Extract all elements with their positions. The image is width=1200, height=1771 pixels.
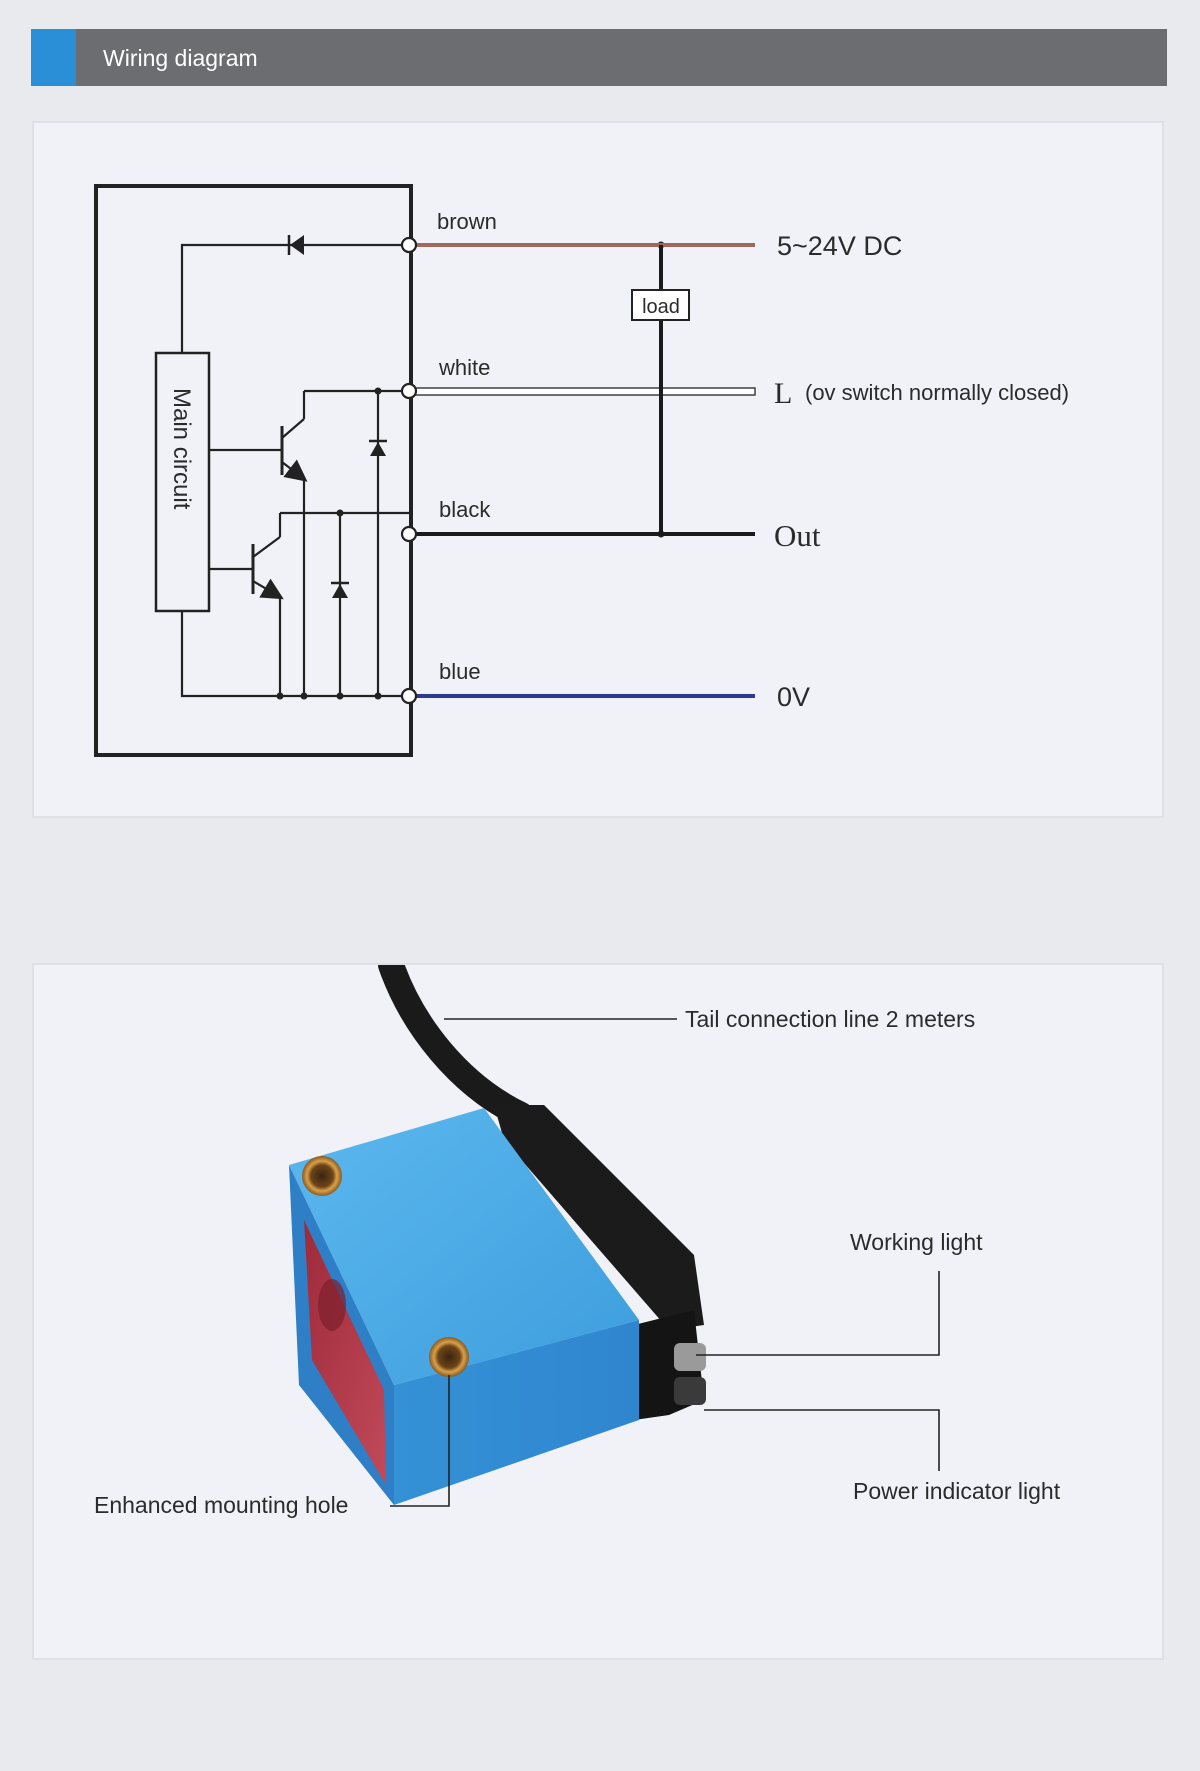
main-circuit-label: Main circuit xyxy=(168,388,195,510)
load-box xyxy=(631,289,690,321)
wire-label-brown: brown xyxy=(437,209,497,234)
wire-label-blue: blue xyxy=(439,659,481,684)
sensor-housing-box xyxy=(94,184,413,757)
power-light-icon xyxy=(674,1377,706,1405)
white-wire xyxy=(410,387,756,396)
mounting-hole-top-icon xyxy=(302,1156,342,1196)
upper-transistor-symbol xyxy=(209,389,409,696)
terminal-label-out: Out xyxy=(774,518,821,553)
main-circuit-block xyxy=(154,351,211,613)
sensor-body-front xyxy=(394,1320,639,1505)
product-illustration: Tail connection line 2 meters Working li… xyxy=(94,965,1061,1518)
terminal-circles xyxy=(400,236,418,705)
wire-label-black: black xyxy=(439,497,491,522)
callout-tail-line: Tail connection line 2 meters xyxy=(685,1006,975,1032)
section-title: Wiring diagram xyxy=(103,45,258,71)
terminal-label-supply: 5~24V DC xyxy=(777,231,902,261)
section-header: Wiring diagram xyxy=(31,29,1167,86)
wire-label-white: white xyxy=(438,355,490,380)
callout-working-light: Working light xyxy=(850,1229,983,1255)
terminal-label-l: L xyxy=(774,377,792,410)
supply-diode-symbol xyxy=(287,235,304,255)
wiring-diagram: Main circuit xyxy=(94,184,1069,757)
junction-dots xyxy=(276,241,665,700)
wiring-diagram-panel: Main circuit xyxy=(32,121,1164,818)
header-accent xyxy=(31,29,76,86)
load-label: load xyxy=(642,296,680,318)
lower-transistor-symbol xyxy=(209,511,409,696)
product-callout-panel: Tail connection line 2 meters Working li… xyxy=(32,963,1164,1660)
callout-power-light: Power indicator light xyxy=(853,1478,1061,1504)
terminal-note-normally-closed: (ov switch normally closed) xyxy=(805,380,1069,405)
mounting-hole-front-icon xyxy=(429,1337,469,1377)
tail-cable xyxy=(378,965,534,1128)
working-light-icon xyxy=(674,1343,706,1371)
callout-lines xyxy=(390,1018,940,1507)
terminal-label-0v: 0V xyxy=(777,682,810,712)
sensor-body-top xyxy=(289,1108,639,1385)
white-line-diode-symbol xyxy=(369,391,387,696)
black-line-diode-symbol xyxy=(331,513,349,696)
callout-mounting-hole: Enhanced mounting hole xyxy=(94,1492,348,1518)
